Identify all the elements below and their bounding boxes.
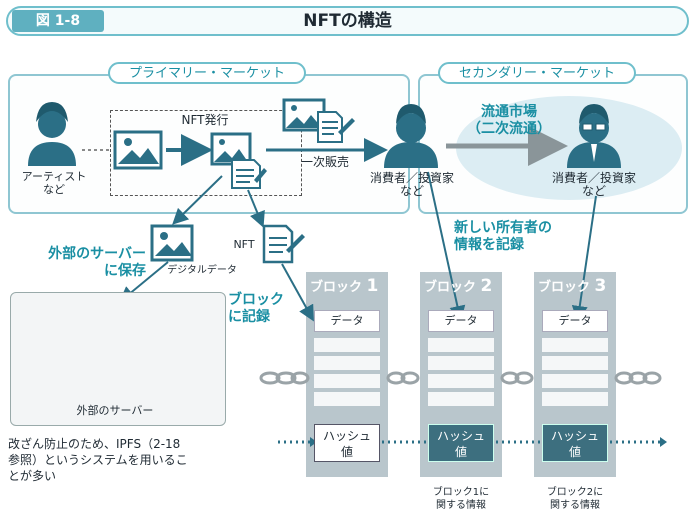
figure-tag: 図 1-8 xyxy=(12,10,104,32)
nft-issue-label: NFT発行 xyxy=(181,113,229,127)
external-server-box xyxy=(10,292,226,426)
block-2-rows xyxy=(428,338,494,406)
ipfs-note: 改ざん防止のため、IPFS（2-18 参照）というシステムを用いるこ とが多い xyxy=(8,437,188,483)
block-3-data: データ xyxy=(542,310,608,332)
chain-link-icon xyxy=(259,371,662,385)
block-record-label: ブロック に記録 xyxy=(228,292,284,325)
secondary-consumer-icon xyxy=(567,104,621,168)
block-1-rows xyxy=(314,338,380,406)
nft-token-icon xyxy=(210,132,267,189)
block-3-title: ブロック 3 xyxy=(538,276,607,296)
nft-issue-box xyxy=(110,110,302,196)
consumer-label: 消費者／投資家 など xyxy=(369,171,454,198)
page-title: NFTの構造 xyxy=(303,11,392,31)
secondary-consumer-label: 消費者／投資家 など xyxy=(551,171,636,198)
header-bar xyxy=(6,6,689,36)
block-1-hash: ハッシュ 値 xyxy=(314,424,380,462)
block-2-title: ブロック 2 xyxy=(424,276,493,296)
new-owner-record-label: 新しい所有者の 情報を記録 xyxy=(454,220,552,253)
block-2-data: データ xyxy=(428,310,494,332)
distribution-market-label: 流通市場 （二次流通） xyxy=(467,104,551,137)
primary-market-label: プライマリー・マーケット xyxy=(108,62,306,84)
block-3-hash: ハッシュ 値 xyxy=(542,424,608,462)
first-sale-nft-icon xyxy=(282,98,355,143)
block-3-rows xyxy=(542,338,608,406)
block-1-title: ブロック 1 xyxy=(310,276,379,296)
digital-data-image-icon xyxy=(150,224,194,262)
artist-label: アーティスト など xyxy=(21,170,87,196)
secondary-market-label: セカンダリー・マーケット xyxy=(438,62,636,84)
artist-person-icon xyxy=(28,102,76,166)
block-2-hash: ハッシュ 値 xyxy=(428,424,494,462)
nft-document-icon xyxy=(262,224,305,264)
block-2-caption: ブロック1に 関する情報 xyxy=(432,487,490,511)
servers-label: 外部のサーバー xyxy=(76,404,154,417)
digital-data-label: デジタルデータ xyxy=(167,265,237,276)
nft-label: NFT xyxy=(233,238,255,251)
first-sale-label: 一次販売 xyxy=(300,155,349,169)
block-3-caption: ブロック2に 関する情報 xyxy=(546,487,604,511)
block-1-data: データ xyxy=(314,310,380,332)
artwork-image-icon xyxy=(113,130,163,170)
consumer-investor-icon xyxy=(384,104,438,168)
external-save-label: 外部のサーバー に保存 xyxy=(48,246,146,279)
